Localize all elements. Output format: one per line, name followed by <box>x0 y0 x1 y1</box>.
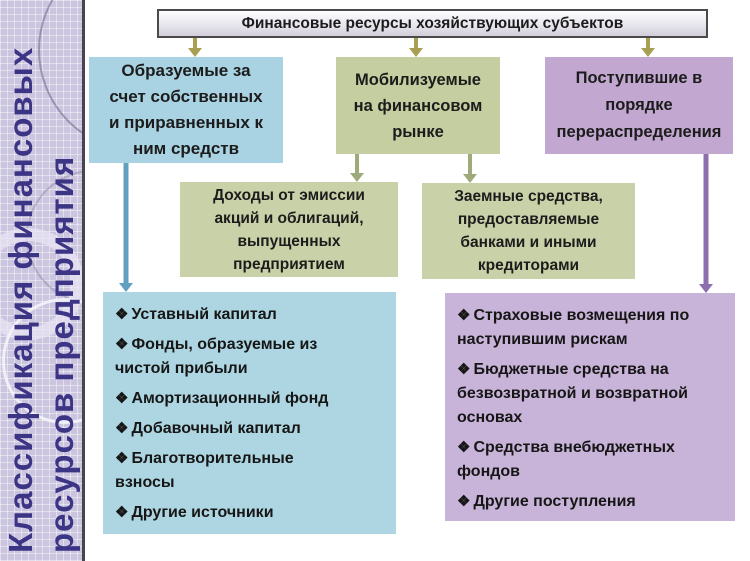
arrow-head <box>119 283 133 292</box>
arrow-stem <box>468 154 472 174</box>
list-item: ❖Бюджетные средства на безвозвратной и в… <box>457 358 725 430</box>
list-item-text: Страховые возмещения по наступившим риск… <box>457 307 690 348</box>
arrow-header-to-redistribution-icon <box>641 38 655 57</box>
list-item: ❖Страховые возмещения по наступившим рис… <box>457 304 725 352</box>
arrow-stem <box>355 154 359 173</box>
arrow-header-to-market-icon <box>409 38 423 57</box>
root-node-label: Финансовые ресурсы хозяйствующих субъект… <box>241 14 624 32</box>
list-item: ❖Фонды, образуемые из чистой прибыли <box>115 333 386 381</box>
redistribution-sources-list-box: ❖Страховые возмещения по наступившим рис… <box>445 293 735 521</box>
list-item: ❖Другие поступления <box>457 490 725 514</box>
arrow-head <box>463 174 477 183</box>
sidebar: Классификация финансовых ресурсов предпр… <box>0 0 85 561</box>
slide-title-line: ресурсов предприятия <box>43 155 80 553</box>
diamond-bullet-icon: ❖ <box>115 390 129 407</box>
branch-own-funds-box: Образуемые за счет собственных и приравн… <box>89 57 283 163</box>
diamond-bullet-icon: ❖ <box>115 306 129 323</box>
arrow-stem <box>193 38 197 48</box>
list-item: ❖Уставный капитал <box>115 303 386 327</box>
arrow-header-to-own-icon <box>188 38 202 57</box>
list-item-text: Благотворительные взносы <box>115 450 294 491</box>
list-item-text: Другие поступления <box>473 493 636 510</box>
list-item-text: Амортизационный фонд <box>131 390 329 407</box>
branch-financial-market-label: Мобилизуемые на финансовом рынке <box>353 70 483 141</box>
list-item: ❖Другие источники <box>115 501 386 525</box>
node-emission-income-label: Доходы от эмиссии акций и облигаций, вып… <box>213 186 365 273</box>
arrow-market-to-loans-icon <box>463 154 477 183</box>
list-item: ❖Амортизационный фонд <box>115 387 386 411</box>
arrow-redistribution-to-list-icon <box>699 154 713 293</box>
list-item: ❖Добавочный капитал <box>115 417 386 441</box>
branch-redistribution-box: Поступившие в порядке перераспределения <box>545 57 733 154</box>
branch-redistribution-label: Поступившие в порядке перераспределения <box>556 69 722 141</box>
arrow-stem <box>646 38 650 48</box>
arrow-head <box>350 173 364 182</box>
list-item-text: Бюджетные средства на безвозвратной и во… <box>457 361 688 426</box>
diamond-bullet-icon: ❖ <box>457 439 471 456</box>
list-item: ❖Средства внебюджетных фондов <box>457 436 725 484</box>
root-node-financial-resources: Финансовые ресурсы хозяйствующих субъект… <box>157 9 708 38</box>
list-item-text: Фонды, образуемые из чистой прибыли <box>115 336 318 377</box>
node-emission-income-box: Доходы от эмиссии акций и облигаций, вып… <box>180 182 398 277</box>
node-borrowed-funds-label: Заемные средства, предоставляемые банкам… <box>454 188 603 274</box>
arrow-own-to-list-icon <box>119 163 133 292</box>
node-borrowed-funds-box: Заемные средства, предоставляемые банкам… <box>422 183 635 279</box>
diamond-bullet-icon: ❖ <box>115 336 129 353</box>
arrow-head <box>188 48 202 57</box>
list-item-text: Средства внебюджетных фондов <box>457 439 675 480</box>
slide-title-vertical: Классификация финансовых ресурсов предпр… <box>0 0 82 561</box>
branch-own-funds-label: Образуемые за счет собственных и приравн… <box>108 61 264 158</box>
list-item-text: Добавочный капитал <box>131 420 301 437</box>
arrow-stem <box>414 38 418 48</box>
diamond-bullet-icon: ❖ <box>115 504 129 521</box>
arrow-stem <box>123 163 129 283</box>
own-sources-list-box: ❖Уставный капитал ❖Фонды, образуемые из … <box>103 292 396 534</box>
arrow-market-to-emission-icon <box>350 154 364 182</box>
slide-title-line: Классификация финансовых <box>2 46 39 553</box>
diamond-bullet-icon: ❖ <box>115 420 129 437</box>
diamond-bullet-icon: ❖ <box>457 307 471 324</box>
arrow-head <box>409 48 423 57</box>
diamond-bullet-icon: ❖ <box>457 361 471 378</box>
diamond-bullet-icon: ❖ <box>115 450 129 467</box>
arrow-head <box>641 48 655 57</box>
branch-financial-market-box: Мобилизуемые на финансовом рынке <box>336 57 500 154</box>
list-item: ❖Благотворительные взносы <box>115 447 386 495</box>
arrow-head <box>699 284 713 293</box>
list-item-text: Другие источники <box>131 504 274 521</box>
arrow-stem <box>703 154 709 284</box>
diamond-bullet-icon: ❖ <box>457 493 471 510</box>
list-item-text: Уставный капитал <box>131 306 277 323</box>
